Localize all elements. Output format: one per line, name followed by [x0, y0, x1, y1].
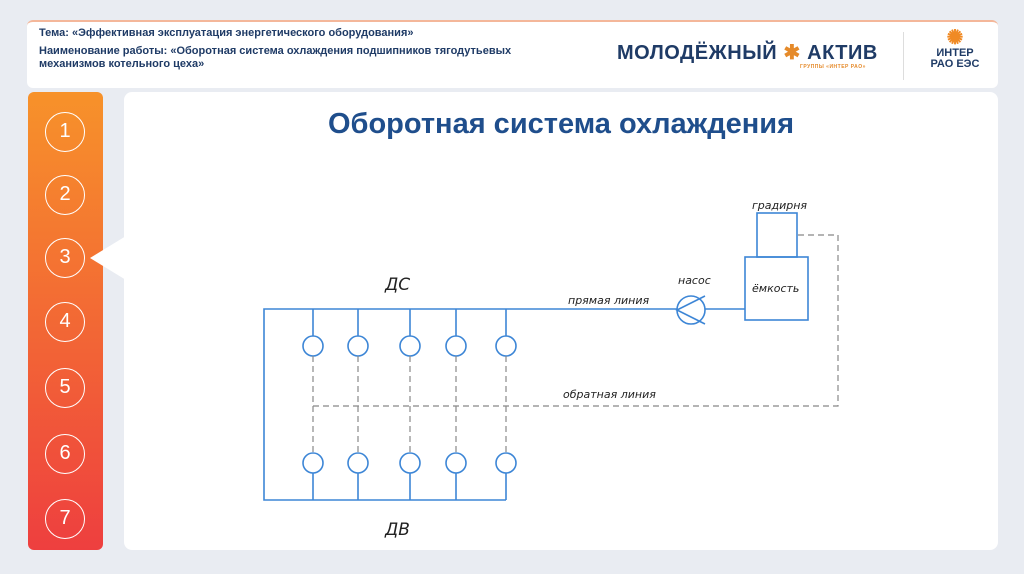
label-return-line: обратная линия — [563, 388, 656, 401]
logo-text-right: АКТИВ — [807, 42, 878, 64]
label-ds: ДС — [384, 275, 410, 295]
content-panel: Оборотная система охлаждения — [124, 92, 998, 550]
active-pointer — [90, 236, 126, 280]
nav-item-2[interactable]: 2 — [45, 175, 85, 215]
header-panel: Тема: «Эффективная эксплуатация энергети… — [27, 20, 998, 88]
dv-bearing-icon — [302, 452, 324, 474]
ds-bearing-icon — [399, 335, 421, 357]
nav-item-7[interactable]: 7 — [45, 499, 85, 539]
ds-bearing-icon — [302, 335, 324, 357]
ds-bearing-icon — [445, 335, 467, 357]
nav-item-6[interactable]: 6 — [45, 434, 85, 474]
label-dv: ДВ — [384, 520, 410, 540]
logo-subtitle: ГРУППЫ «ИНТЕР РАО» — [800, 64, 866, 70]
slide-nav-sidebar: 1 2 3 4 5 6 7 — [28, 92, 103, 550]
logo2-line1: ИНТЕР — [936, 47, 974, 59]
figure-icon: ✱ — [783, 42, 801, 64]
logo-text-left: МОЛОДЁЖНЫЙ — [617, 42, 778, 64]
topic-text: Тема: «Эффективная эксплуатация энергети… — [39, 27, 414, 39]
dv-bearing-icon — [445, 452, 467, 474]
nav-item-5[interactable]: 5 — [45, 368, 85, 408]
label-tank: ёмкость — [752, 282, 799, 295]
dv-bearing-icon — [495, 452, 517, 474]
molodezhny-aktiv-logo: МОЛОДЁЖНЫЙ✱ АКТИВ ГРУППЫ «ИНТЕР РАО» — [617, 40, 878, 70]
dv-bearing-icon — [347, 452, 369, 474]
divider — [903, 32, 904, 80]
nav-item-4[interactable]: 4 — [45, 302, 85, 342]
return-pipes — [312, 234, 839, 453]
work-title-line2: механизмов котельного цеха» — [39, 58, 205, 70]
supply-pipes — [263, 212, 809, 501]
nav-item-3[interactable]: 3 — [45, 238, 85, 278]
ds-bearing-icon — [347, 335, 369, 357]
cooling-tower-box — [756, 212, 798, 258]
label-supply-line: прямая линия — [568, 294, 649, 307]
label-cooling-tower: градирня — [752, 199, 807, 212]
label-pump: насос — [678, 274, 711, 287]
dv-bearing-icon — [399, 452, 421, 474]
logo2-line2: РАО ЕЭС — [930, 58, 980, 70]
ds-bearing-icon — [495, 335, 517, 357]
nav-item-1[interactable]: 1 — [45, 112, 85, 152]
page-title: Оборотная система охлаждения — [327, 108, 795, 140]
sun-icon: ✺ — [946, 27, 964, 49]
inter-rao-logo: ✺ ИНТЕР РАО ЕЭС — [925, 28, 985, 70]
work-title-line1: Наименование работы: «Оборотная система … — [39, 45, 512, 57]
pump-icon — [676, 295, 706, 325]
